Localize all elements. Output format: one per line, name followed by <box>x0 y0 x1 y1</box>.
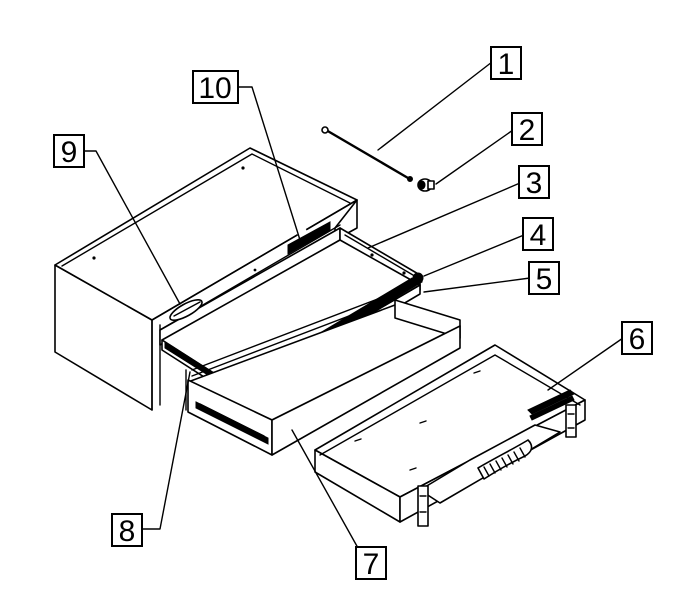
callout-5: 5 <box>528 261 560 296</box>
callout-6-label: 6 <box>629 323 646 356</box>
callout-1: 1 <box>490 46 522 81</box>
lower-drawer <box>185 291 461 456</box>
callout-7: 7 <box>355 546 387 581</box>
callout-3-label: 3 <box>526 167 543 200</box>
leader-lines <box>83 61 624 549</box>
callout-4-label: 4 <box>530 219 547 252</box>
callout-2-label: 2 <box>519 114 536 147</box>
callout-7-label: 7 <box>363 548 380 581</box>
handle-grip <box>477 439 533 480</box>
callout-1-label: 1 <box>498 48 515 81</box>
callout-10-label: 10 <box>198 72 231 105</box>
case-latch-right <box>565 404 577 438</box>
callout-9: 9 <box>53 134 85 169</box>
case-latch-left <box>417 485 429 527</box>
callout-6: 6 <box>621 321 653 356</box>
callout-4: 4 <box>522 217 554 252</box>
callout-8: 8 <box>111 513 143 548</box>
callout-5-label: 5 <box>536 263 553 296</box>
callout-10: 10 <box>192 70 239 105</box>
callout-3: 3 <box>518 165 550 200</box>
carrying-case <box>314 344 586 527</box>
callout-9-label: 9 <box>61 136 78 169</box>
cap-part <box>417 178 435 192</box>
callout-2: 2 <box>511 112 543 147</box>
callout-8-label: 8 <box>119 515 136 548</box>
rod-part <box>321 126 413 182</box>
